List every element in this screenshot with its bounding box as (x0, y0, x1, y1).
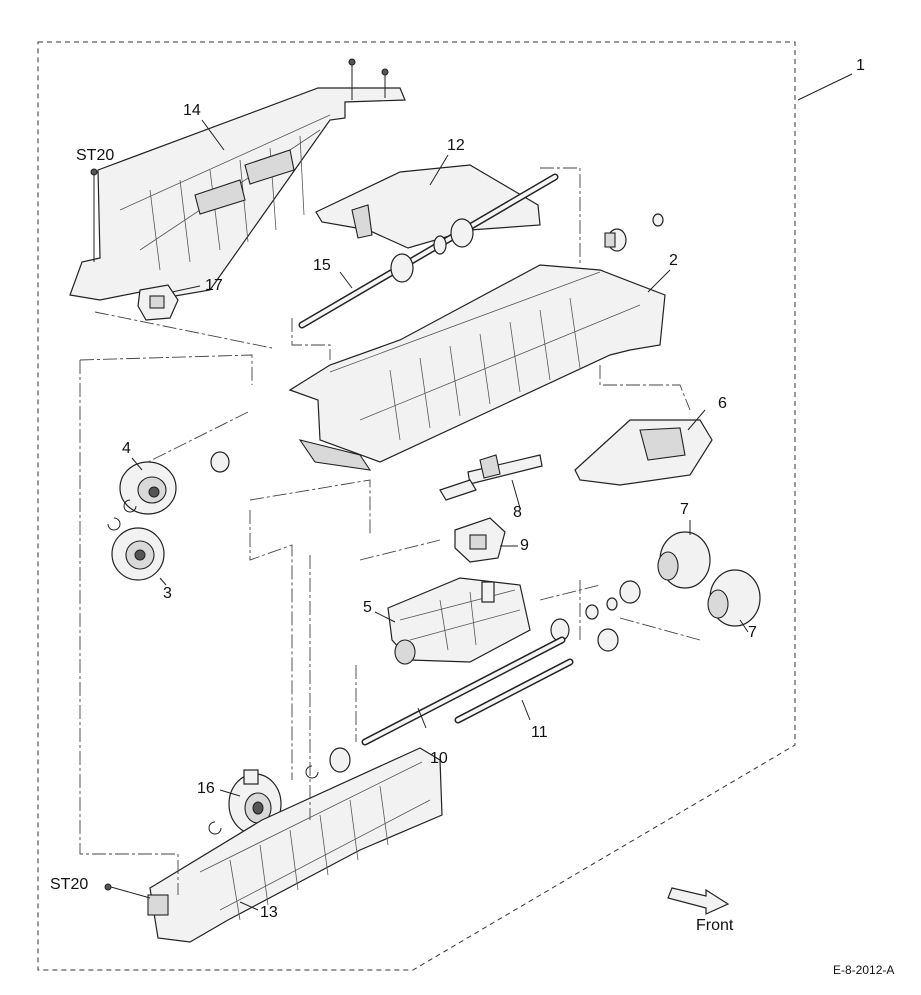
callout-13: 13 (260, 904, 278, 921)
callout-5: 5 (363, 599, 372, 616)
alignment-lines (79, 167, 701, 895)
callout-6: 6 (718, 395, 727, 412)
part-4-gear (119, 451, 230, 515)
leader-7b (739, 619, 749, 633)
callout-15: 15 (313, 257, 331, 274)
leader-12 (429, 154, 449, 186)
leader-17 (171, 285, 201, 293)
callout-16: 16 (197, 780, 215, 797)
callout-14: 14 (183, 102, 201, 119)
part-10-shaft (361, 636, 566, 746)
assembly-boundary (37, 41, 796, 971)
callout-11: 11 (531, 724, 548, 741)
leader-10 (417, 707, 427, 729)
part-13-lower-guide (147, 747, 443, 943)
callout-12: 12 (447, 137, 465, 154)
leader-3 (159, 577, 167, 586)
part-9-sensor (454, 517, 506, 563)
part-11-shaft (454, 658, 574, 724)
clip-top-right (604, 213, 664, 252)
leader-8 (511, 479, 521, 509)
part-17-bracket (137, 284, 179, 321)
callout-1: 1 (856, 57, 865, 74)
leader-11 (521, 699, 531, 721)
part-12-plate (315, 164, 541, 249)
part-3-gear (107, 517, 165, 581)
callout-3: 3 (163, 585, 172, 602)
callout-7a: 7 (680, 501, 689, 518)
part-8-lever (439, 454, 543, 501)
leader-14 (201, 119, 225, 151)
front-label: Front (696, 917, 734, 934)
figure-id: E-8-2012-A (833, 963, 895, 977)
callout-st20-bottom: ST20 (50, 876, 89, 893)
part-15-shaft (298, 173, 559, 329)
callout-2: 2 (669, 252, 678, 269)
callout-4: 4 (122, 440, 131, 457)
part-14-upper-guide (69, 58, 406, 301)
callout-10: 10 (430, 750, 448, 767)
leader-16 (219, 789, 241, 797)
callout-17: 17 (205, 277, 223, 294)
part-2-main-frame (288, 264, 666, 471)
part-7-roller-b (550, 569, 761, 652)
leader-4 (131, 457, 143, 471)
front-arrow-icon (667, 887, 730, 915)
callout-7b: 7 (748, 624, 757, 641)
leader-15 (339, 271, 353, 289)
leader-6 (687, 409, 706, 431)
callout-8: 8 (513, 504, 522, 521)
part-6-side-bracket (574, 419, 713, 486)
leader-13 (239, 901, 259, 911)
part-7-roller-a (606, 531, 711, 611)
leader-1 (797, 73, 853, 101)
callout-st20-top: ST20 (76, 147, 115, 164)
callout-9: 9 (520, 537, 529, 554)
part-5-feed-bracket (387, 577, 531, 665)
screw-st20-bottom (104, 883, 112, 891)
screw-st20-top (90, 168, 98, 176)
leader-2 (647, 269, 671, 293)
leader-5 (374, 611, 396, 623)
